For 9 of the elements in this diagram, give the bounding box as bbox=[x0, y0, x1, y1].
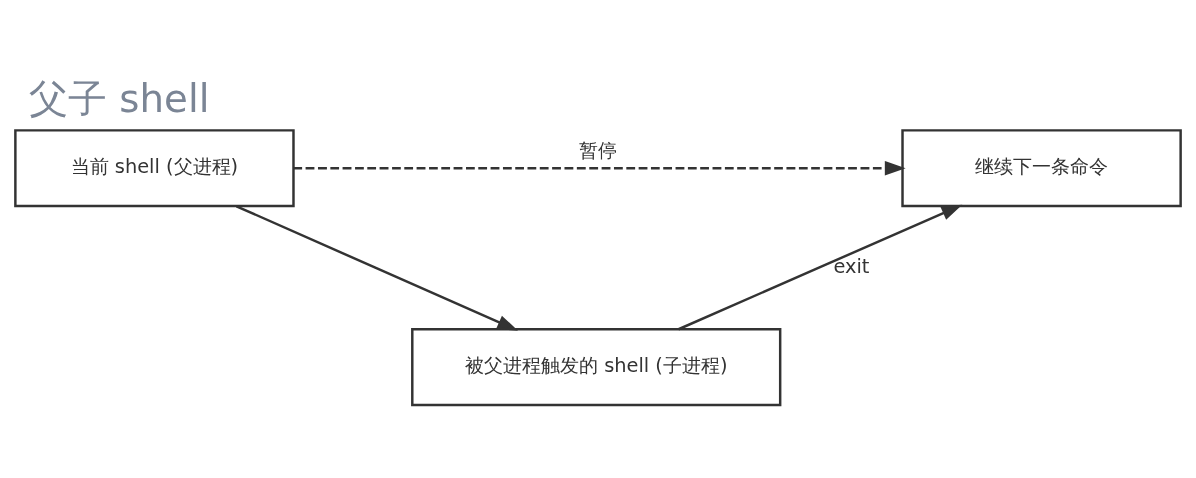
edge-label: 暂停 bbox=[579, 138, 617, 162]
arrow bbox=[293, 160, 906, 175]
arrow bbox=[678, 204, 963, 330]
arrow bbox=[236, 204, 519, 331]
node-box: 被父进程触发的 shell (子进程) bbox=[411, 327, 782, 406]
edge-label: exit bbox=[833, 254, 870, 278]
node-box: 当前 shell (父进程) bbox=[14, 128, 295, 207]
diagram-title: 父子 shell bbox=[29, 75, 210, 121]
node-box: 继续下一条命令 bbox=[901, 128, 1182, 207]
